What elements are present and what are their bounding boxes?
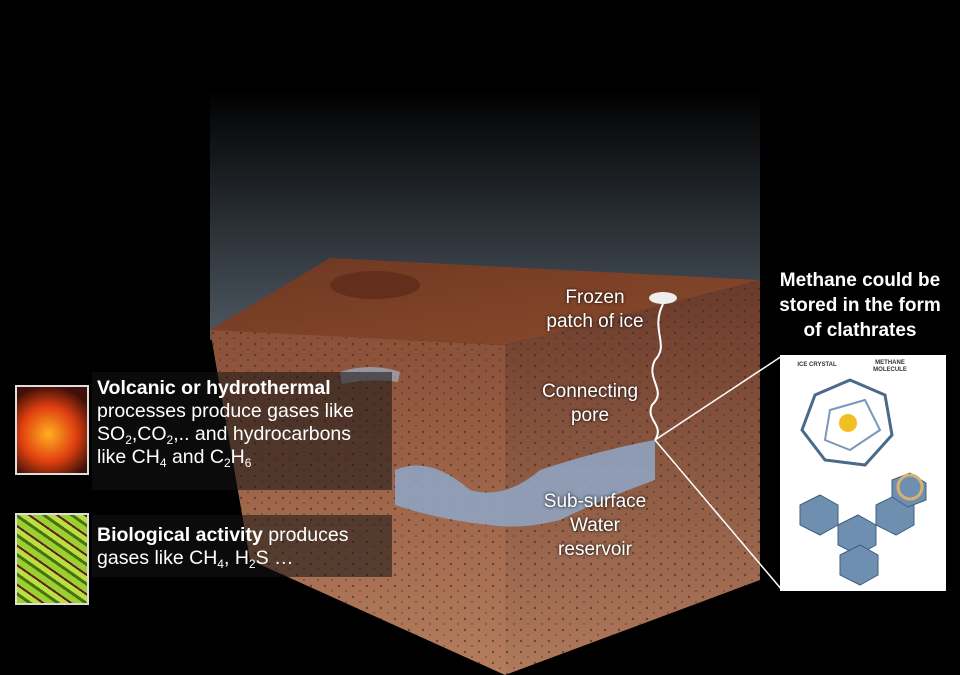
frozen-ice-label: Frozen patch of ice <box>546 287 644 332</box>
ice-patch <box>649 292 677 304</box>
water-reservoir <box>395 440 655 527</box>
reservoir-label: Sub-surface Water reservoir <box>543 491 647 560</box>
clathrate-inset: ICE CRYSTAL METHANE MOLECULE <box>780 355 946 591</box>
volcanic-title: Volcanic or hydrothermal <box>97 377 331 399</box>
crater <box>330 271 420 299</box>
biological-title: Biological activity <box>97 524 263 546</box>
clathrate-heading: Methane could be stored in the form of c… <box>779 270 941 341</box>
clathrate-structure-icon <box>799 378 927 586</box>
ice-crystal-label: ICE CRYSTAL <box>797 362 837 368</box>
lava-thumbnail <box>15 385 89 475</box>
biological-note: Biological activity produces gases like … <box>97 524 349 571</box>
callout-line-bottom <box>654 439 783 591</box>
connecting-pore-line <box>649 303 664 441</box>
connecting-pore-label: Connecting pore <box>541 381 639 426</box>
bacteria-thumbnail <box>15 513 89 605</box>
methane-molecule-label: METHANE MOLECULE <box>873 360 907 373</box>
callout-line-top <box>654 355 783 441</box>
volcanic-note: Volcanic or hydrothermal processes produ… <box>97 377 354 470</box>
